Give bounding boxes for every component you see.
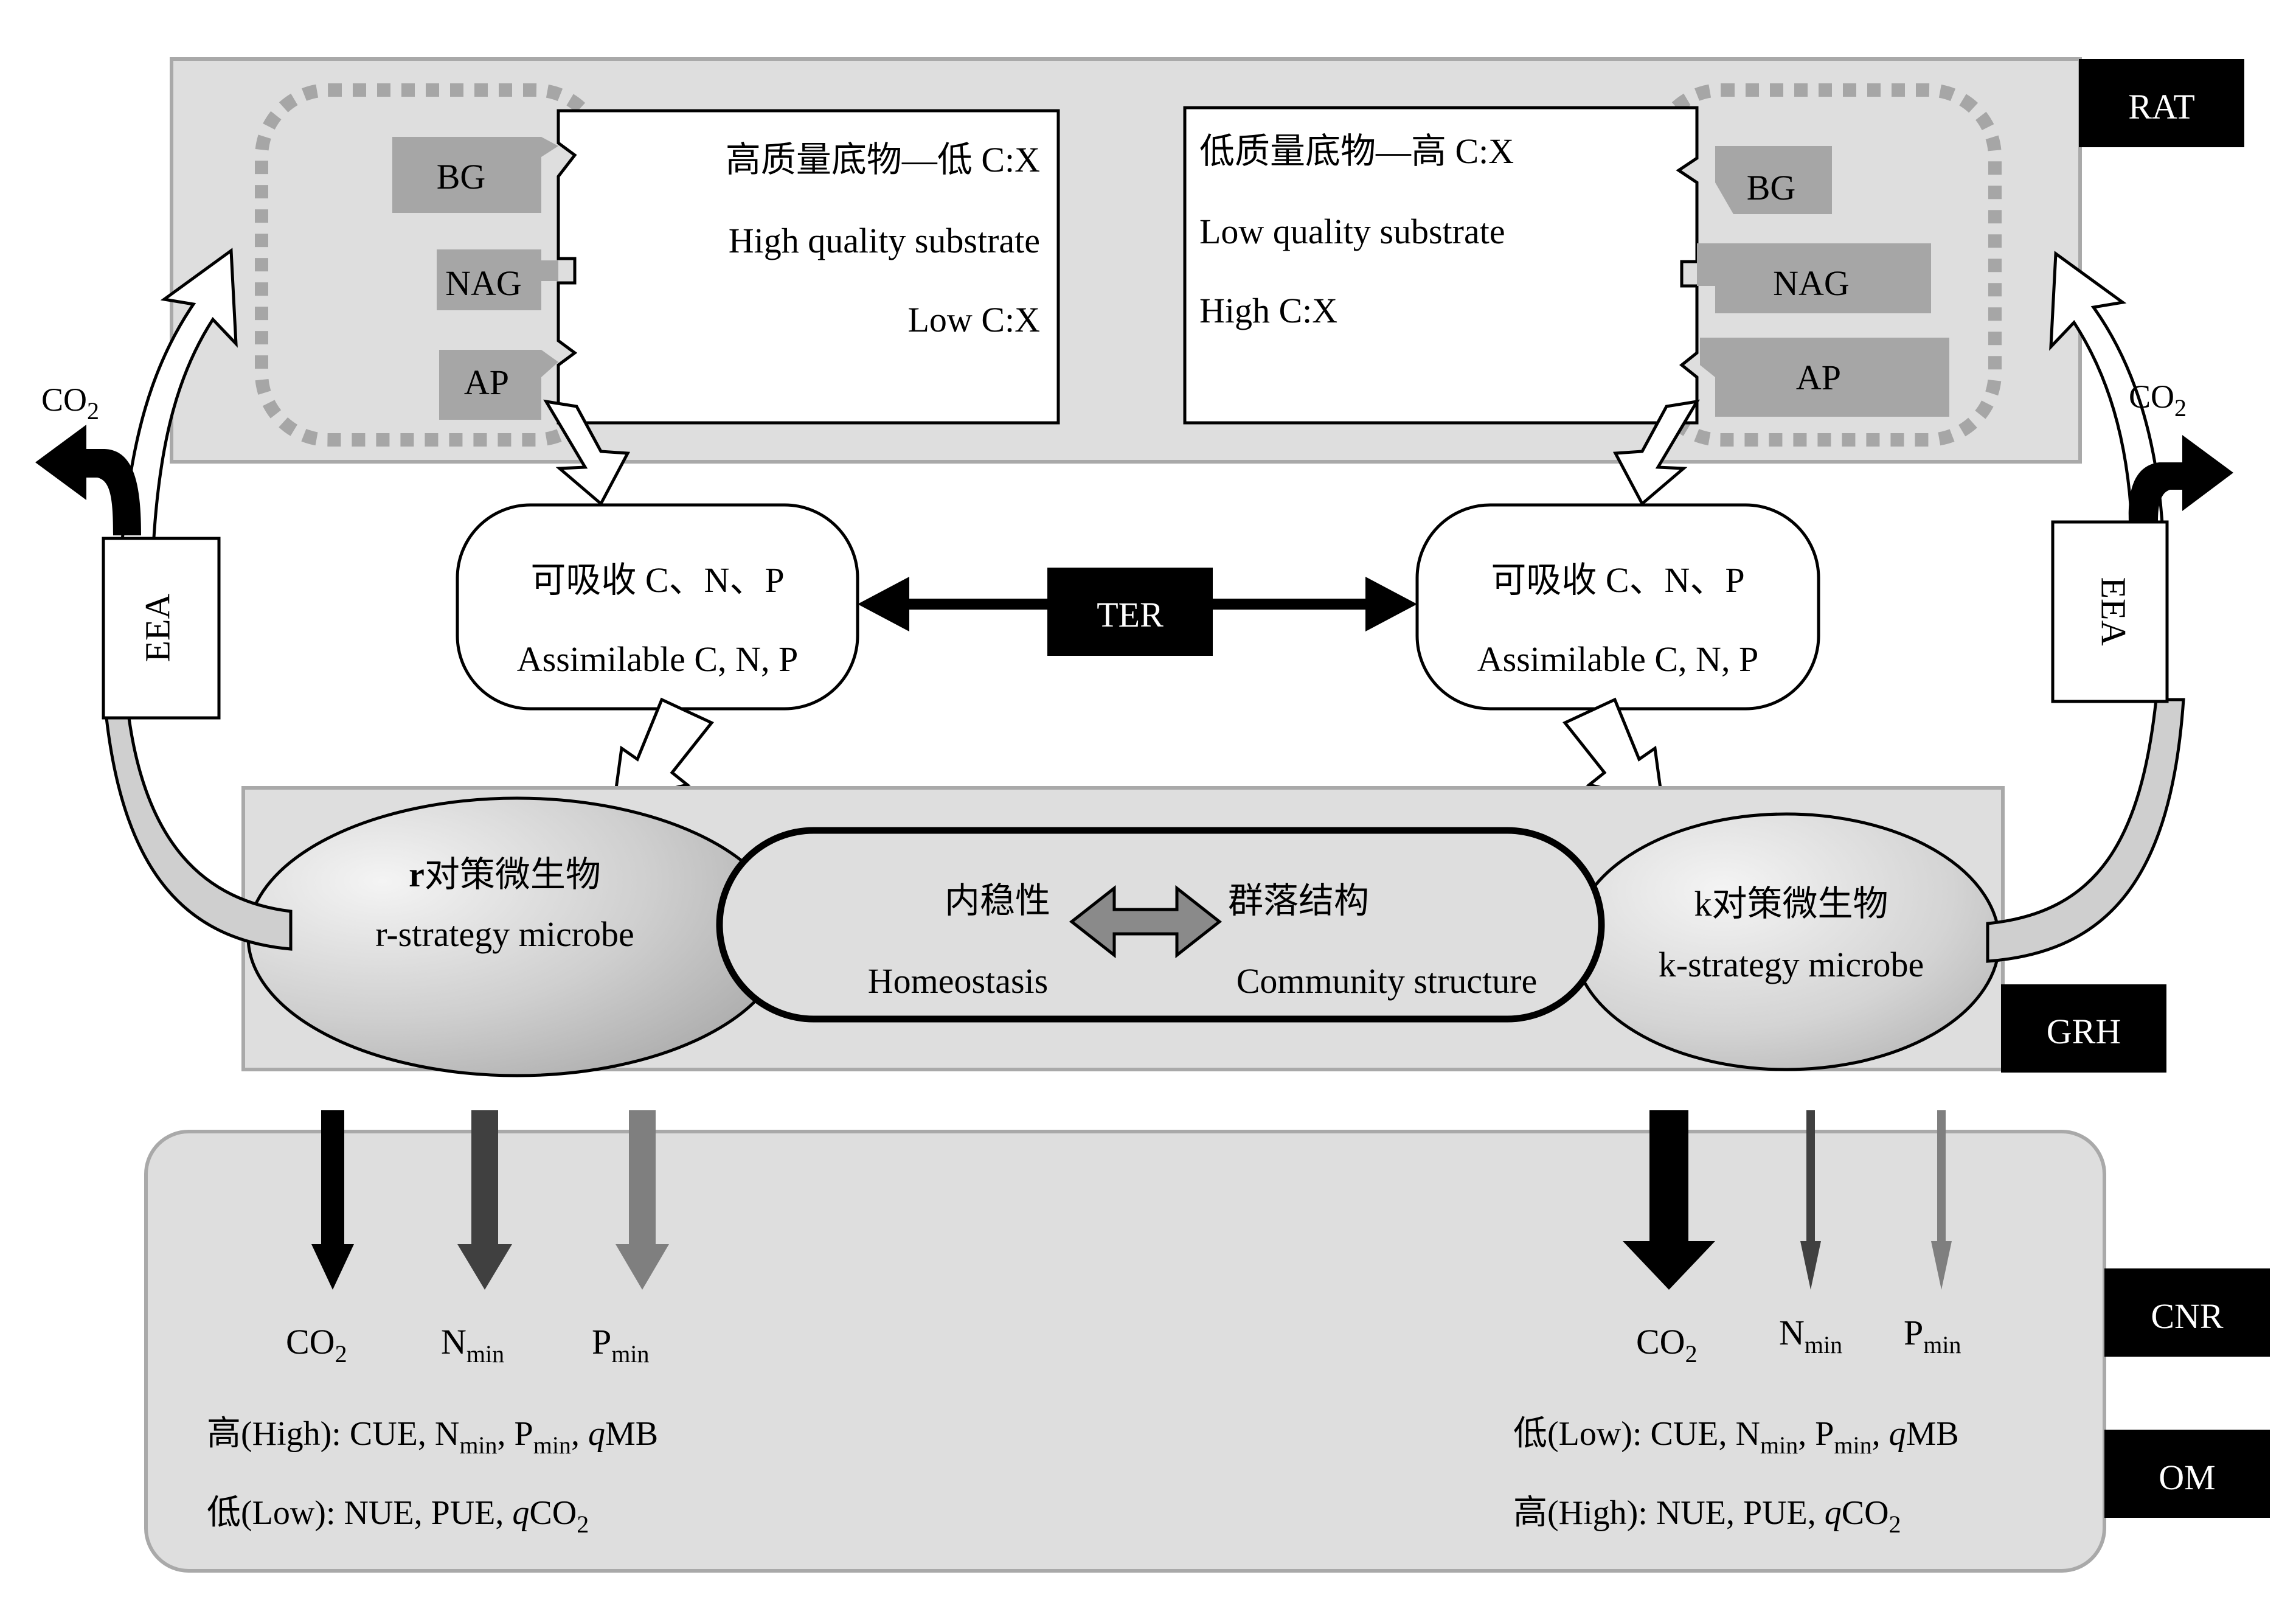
nmin-output-arrowhead-right (1800, 1241, 1821, 1290)
co2-release-arrow-right (2128, 435, 2233, 522)
high-substrate-en: High quality substrate (729, 221, 1040, 260)
right-summary-low: 低(Low): CUE, Nmin, Pmin, qMB (1513, 1415, 1959, 1459)
co2-output-arrowhead-right (1623, 1241, 1715, 1290)
nmin-output-arrow-right (1806, 1110, 1815, 1247)
assimilable-right-en: Assimilable C, N, P (1477, 639, 1758, 679)
enzyme-nag-right (1697, 243, 1931, 313)
homeostasis-en: Homeostasis (868, 961, 1048, 1001)
assimilable-left-en: Assimilable C, N, P (517, 639, 798, 679)
enzyme-ap-right-label: AP (1796, 358, 1841, 397)
ter-tag (1047, 568, 1213, 656)
enzyme-ap-right (1700, 338, 1949, 417)
nmin-output-arrow-left (471, 1110, 498, 1247)
homeostasis-zh: 内稳性 (945, 881, 1050, 920)
rat-tag (2079, 59, 2244, 147)
low-substrate-en: Low quality substrate (1199, 212, 1505, 251)
assimilable-left-zh: 可吸收 C、N、P (530, 560, 784, 600)
om-tag (2104, 1430, 2270, 1518)
ter-tag-label: TER (1097, 595, 1164, 635)
homeostasis-community-double-arrow (1069, 885, 1223, 959)
pmin-output-label-left: Pmin (592, 1322, 650, 1368)
high-substrate-zh: 高质量底物—低 C:X (726, 140, 1040, 179)
co2-output-arrow-right (1649, 1110, 1688, 1244)
enzyme-bg-left (392, 137, 558, 213)
eea-left-label: EEA (137, 594, 177, 663)
co2-output-label-right: CO2 (1636, 1322, 1698, 1368)
right-summary-high: 高(High): NUE, PUE, qCO2 (1513, 1494, 1901, 1538)
low-substrate-zh: 低质量底物—高 C:X (1199, 131, 1514, 171)
eea-flow-left-down (105, 716, 293, 951)
community-en: Community structure (1236, 961, 1538, 1001)
eea-flow-right-down (1986, 698, 2185, 963)
arrow-substrate-to-assimilable-left (543, 399, 631, 506)
eea-box-right (2051, 520, 2169, 703)
rat-tag-label: RAT (2128, 87, 2195, 127)
om-tag-label: OM (2159, 1458, 2215, 1497)
eea-flow-left-up (120, 248, 238, 549)
co2-release-arrow-left (35, 425, 141, 535)
enzyme-ap-left-label: AP (464, 363, 509, 402)
high-substrate-ratio: Low C:X (908, 300, 1041, 339)
enzyme-ap-left (439, 350, 558, 420)
enzyme-bg-right-label: BG (1747, 168, 1796, 207)
high-quality-substrate-box (557, 109, 1060, 425)
k-microbe-zh: k对策微生物 (1694, 884, 1888, 924)
eea-right-label: EEA (2094, 577, 2134, 646)
eea-box-left (102, 537, 221, 720)
low-substrate-ratio: High C:X (1199, 291, 1337, 330)
ter-arrowhead-right (1365, 577, 1417, 631)
low-quality-substrate-box (1183, 106, 1699, 425)
co2-left-label: CO2 (41, 381, 99, 425)
community-zh: 群落结构 (1228, 881, 1369, 920)
assimilable-right-zh: 可吸收 C、N、P (1491, 560, 1744, 600)
grh-tag-label: GRH (2047, 1012, 2121, 1051)
r-microbe-zh: r对策微生物 (409, 855, 601, 894)
arrow-substrate-to-assimilable-right (1612, 399, 1700, 506)
enzyme-bg-left-label: BG (437, 157, 486, 197)
r-microbe-en: r-strategy microbe (375, 914, 634, 954)
pmin-output-arrowhead-right (1931, 1241, 1952, 1290)
enzyme-nag-left (437, 249, 558, 310)
grh-tag (2001, 984, 2166, 1073)
enzyme-nag-left-label: NAG (445, 263, 522, 303)
pmin-output-arrowhead-left (616, 1244, 669, 1290)
pmin-output-label-right: Pmin (1904, 1313, 1961, 1358)
cnr-tag-label: CNR (2151, 1296, 2224, 1336)
k-microbe-en: k-strategy microbe (1659, 945, 1924, 984)
eea-flow-right-up (2049, 251, 2164, 525)
enzyme-bg-right (1715, 146, 1832, 214)
co2-right-label: CO2 (2129, 378, 2187, 422)
left-summary-low: 低(Low): NUE, PUE, qCO2 (207, 1494, 589, 1538)
nmin-output-label-right: Nmin (1779, 1313, 1842, 1358)
pmin-output-arrow-right (1937, 1110, 1946, 1247)
pmin-output-arrow-left (629, 1110, 656, 1247)
nmin-output-arrowhead-left (457, 1244, 512, 1290)
co2-output-arrow-left (321, 1110, 344, 1247)
nmin-output-label-left: Nmin (441, 1322, 504, 1368)
left-summary-high: 高(High): CUE, Nmin, Pmin, qMB (207, 1415, 658, 1459)
enzyme-nag-right-label: NAG (1773, 263, 1850, 303)
co2-output-label-left: CO2 (286, 1322, 347, 1368)
cnr-tag (2104, 1268, 2270, 1357)
co2-output-arrowhead-left (311, 1244, 354, 1290)
ter-arrowhead-left (858, 577, 909, 631)
k-strategy-microbe (1572, 812, 2001, 1071)
